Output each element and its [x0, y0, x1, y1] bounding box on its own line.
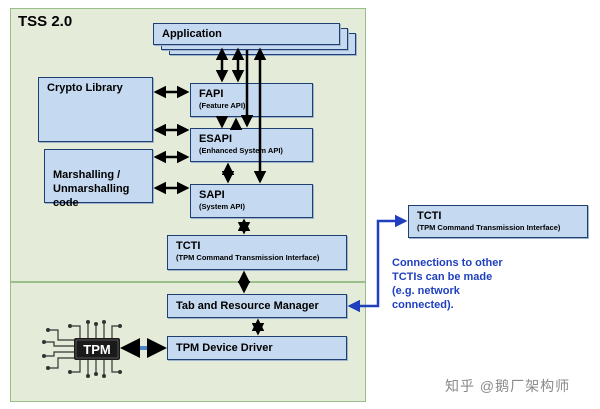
- fapi-label: FAPI: [199, 88, 224, 100]
- application-label: Application: [162, 28, 222, 40]
- remote-tcti-box: TCTI (TPM Command Transmission Interface…: [408, 205, 588, 238]
- tpm-chip-label: TPM: [83, 342, 110, 357]
- esapi-sublabel: (Enhanced System API): [199, 146, 283, 155]
- sapi-label: SAPI: [199, 189, 225, 201]
- sapi-sublabel: (System API): [199, 202, 245, 211]
- tcti-box: TCTI (TPM Command Transmission Interface…: [167, 235, 347, 270]
- fapi-sublabel: (Feature API): [199, 101, 246, 110]
- watermark-text: 知乎 @鹅厂架构师: [445, 378, 571, 394]
- sapi-box: SAPI (System API): [190, 184, 313, 218]
- remote-tcti-sublabel: (TPM Command Transmission Interface): [417, 223, 561, 232]
- marshalling-label: Marshalling / Unmarshalling code: [53, 169, 130, 209]
- diagram-title: TSS 2.0: [18, 13, 73, 30]
- tab-resource-manager-box: Tab and Resource Manager: [167, 294, 347, 318]
- tcti-sublabel: (TPM Command Transmission Interface): [176, 253, 320, 262]
- esapi-label: ESAPI: [199, 133, 233, 145]
- tpm-driver-box: TPM Device Driver: [167, 336, 347, 360]
- esapi-box: ESAPI (Enhanced System API): [190, 128, 313, 162]
- fapi-box: FAPI (Feature API): [190, 83, 313, 117]
- application-box: Application: [153, 23, 340, 45]
- tpm-chip-icon: [42, 320, 122, 378]
- crypto-library-label: Crypto Library: [47, 82, 123, 94]
- tcti-label: TCTI: [176, 240, 201, 252]
- crypto-library-box: Crypto Library: [38, 77, 153, 142]
- tab-resource-manager-label: Tab and Resource Manager: [176, 300, 319, 312]
- marshalling-box: Marshalling / Unmarshalling code: [44, 149, 153, 209]
- tpm-driver-label: TPM Device Driver: [176, 342, 273, 354]
- arrow-tabrm-remote-tcti: [347, 214, 408, 313]
- remote-tcti-label: TCTI: [417, 210, 442, 222]
